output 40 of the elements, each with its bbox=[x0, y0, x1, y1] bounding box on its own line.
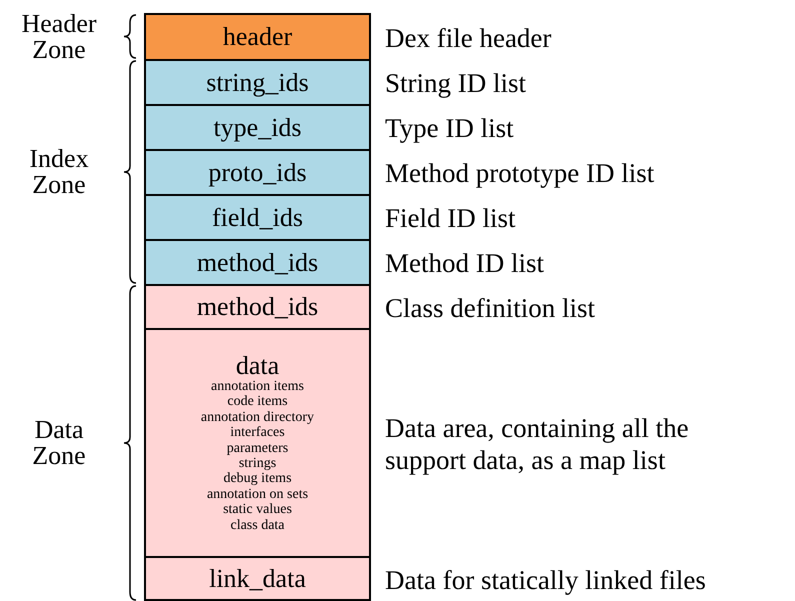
zone-label: Data Zone bbox=[31, 417, 87, 469]
memory-section bbox=[144, 59, 371, 106]
data-item: strings bbox=[238, 456, 276, 472]
section-name: method_ids bbox=[196, 250, 318, 276]
data-item: debug items bbox=[223, 471, 292, 487]
section-description: Data for statically linked files bbox=[385, 564, 707, 597]
section-name: type_ids bbox=[213, 114, 302, 140]
section-name: method_ids bbox=[196, 294, 318, 320]
section-name: link_data bbox=[209, 566, 306, 592]
data-item: static values bbox=[223, 502, 292, 518]
section-name: header bbox=[222, 24, 292, 50]
section-description: Class definition list bbox=[385, 292, 596, 324]
memory-section bbox=[144, 556, 371, 601]
zone-label: Index Zone bbox=[28, 146, 90, 198]
section-description: Method prototype ID list bbox=[385, 157, 656, 190]
zone-label: Header Zone bbox=[20, 10, 98, 62]
memory-section bbox=[144, 239, 371, 286]
data-item: interfaces bbox=[230, 425, 285, 441]
section-name: field_ids bbox=[212, 204, 303, 230]
memory-section bbox=[144, 328, 371, 558]
section-description: Method ID list bbox=[385, 247, 545, 280]
memory-section bbox=[144, 13, 371, 61]
section-name: data bbox=[236, 353, 280, 380]
data-item: code items bbox=[227, 394, 288, 410]
data-item: annotation directory bbox=[200, 410, 314, 426]
data-item: parameters bbox=[226, 440, 288, 456]
memory-section bbox=[144, 284, 371, 330]
section-description: Dex file header bbox=[385, 22, 552, 54]
data-item: annotation on sets bbox=[206, 486, 308, 502]
data-item: class data bbox=[230, 518, 285, 533]
memory-section bbox=[144, 149, 371, 196]
memory-section bbox=[144, 194, 371, 241]
data-item: annotation items bbox=[211, 379, 304, 394]
memory-section bbox=[144, 104, 371, 151]
section-name: proto_ids bbox=[208, 160, 307, 186]
section-description: Data area, containing all the support data, as a map list bbox=[385, 412, 690, 476]
section-description: Field ID list bbox=[385, 202, 517, 235]
section-name: string_ids bbox=[206, 70, 309, 96]
section-description: String ID list bbox=[385, 67, 528, 100]
section-description: Type ID list bbox=[385, 112, 515, 145]
